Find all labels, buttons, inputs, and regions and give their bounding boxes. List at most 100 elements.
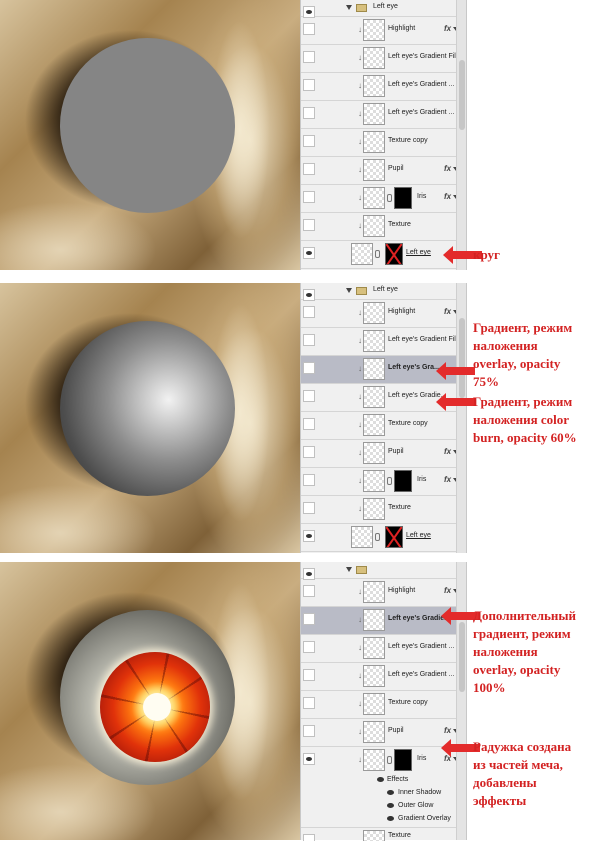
- layer-row[interactable]: ↓Texture: [301, 213, 456, 241]
- eye-icon[interactable]: [303, 834, 315, 841]
- fx-icon[interactable]: fx: [444, 447, 452, 456]
- fx-icon[interactable]: fx: [444, 586, 452, 595]
- layer-row[interactable]: ↓Left eye's Gradient Fill: [301, 328, 457, 356]
- layer-row[interactable]: ↓Texture: [301, 496, 456, 524]
- eye-icon[interactable]: [303, 502, 315, 514]
- scrollbar-thumb[interactable]: [459, 60, 465, 130]
- eye-icon[interactable]: [303, 568, 315, 580]
- layer-row[interactable]: Left eye: [301, 241, 456, 269]
- link-icon: [387, 477, 392, 485]
- clip-icon: ↓: [358, 364, 362, 373]
- eye-icon[interactable]: [303, 247, 315, 259]
- eye-icon[interactable]: [303, 79, 315, 91]
- eye-icon[interactable]: [387, 790, 394, 795]
- eye-icon[interactable]: [303, 219, 315, 231]
- scrollbar[interactable]: [456, 562, 466, 840]
- layer-thumbnail: [363, 302, 385, 324]
- fx-icon[interactable]: fx: [444, 475, 452, 484]
- scrollbar[interactable]: [456, 0, 466, 270]
- layer-group[interactable]: Left eye: [301, 283, 456, 301]
- eye-icon[interactable]: [303, 306, 315, 318]
- layer-row[interactable]: ↓Texture copy: [301, 691, 456, 719]
- layer-name: Left eye: [406, 532, 431, 539]
- eye-icon[interactable]: [303, 613, 315, 625]
- layer-name: Left eye's Gradient ...: [388, 671, 455, 678]
- layer-thumbnail: [363, 414, 385, 436]
- arrow-icon: [441, 739, 480, 757]
- layer-thumbnail: [363, 358, 385, 380]
- eye-icon[interactable]: [303, 51, 315, 63]
- layer-group[interactable]: [301, 562, 456, 580]
- expand-triangle-icon[interactable]: [346, 567, 352, 572]
- layer-row[interactable]: ↓Left eye's Gradient Fill: [301, 45, 457, 73]
- arrow-icon: [436, 362, 475, 380]
- fx-icon[interactable]: fx: [444, 164, 452, 173]
- eye-icon[interactable]: [303, 107, 315, 119]
- scrollbar[interactable]: [456, 283, 466, 553]
- eye-icon[interactable]: [303, 289, 315, 301]
- eye-icon[interactable]: [303, 530, 315, 542]
- layer-row[interactable]: ↓Left eye's Gradient ...: [301, 663, 456, 691]
- eye-icon[interactable]: [377, 777, 384, 782]
- effect-item[interactable]: Gradient Overlay: [301, 813, 456, 826]
- layer-row-selected[interactable]: ↓Left eye's Gra...: [301, 356, 456, 384]
- effect-name: Gradient Overlay: [398, 815, 451, 822]
- effect-item[interactable]: Outer Glow: [301, 800, 456, 813]
- clip-icon: ↓: [358, 615, 362, 624]
- layer-row[interactable]: Left eye: [301, 524, 456, 552]
- eye-icon[interactable]: [303, 163, 315, 175]
- scrollbar-thumb[interactable]: [459, 622, 465, 692]
- fx-icon[interactable]: fx: [444, 192, 452, 201]
- effects-row[interactable]: Effects: [301, 774, 456, 787]
- eye-icon[interactable]: [303, 585, 315, 597]
- eye-icon[interactable]: [303, 418, 315, 430]
- expand-triangle-icon[interactable]: [346, 5, 352, 10]
- clip-icon: ↓: [358, 448, 362, 457]
- eye-icon[interactable]: [387, 816, 394, 821]
- clip-icon: ↓: [358, 699, 362, 708]
- fx-icon[interactable]: fx: [444, 24, 452, 33]
- fx-icon[interactable]: fx: [444, 307, 452, 316]
- layer-thumbnail: [363, 470, 385, 492]
- eye-icon[interactable]: [303, 753, 315, 765]
- layer-row[interactable]: ↓Texture copy: [301, 129, 456, 157]
- eye-icon[interactable]: [303, 390, 315, 402]
- eye-icon[interactable]: [303, 725, 315, 737]
- eye-icon[interactable]: [303, 669, 315, 681]
- layer-row[interactable]: ↓Left eye's Gradient ...: [301, 73, 456, 101]
- eye-icon[interactable]: [303, 135, 315, 147]
- layer-mask-thumbnail: [394, 470, 412, 492]
- eye-icon[interactable]: [387, 803, 394, 808]
- eye-icon[interactable]: [303, 362, 315, 374]
- eye-icon[interactable]: [303, 334, 315, 346]
- eye-icon[interactable]: [303, 191, 315, 203]
- expand-triangle-icon[interactable]: [346, 288, 352, 293]
- layer-row-selected[interactable]: ↓Left eye's Gradie...: [301, 607, 456, 635]
- eye-icon[interactable]: [303, 474, 315, 486]
- eye-icon[interactable]: [303, 23, 315, 35]
- grey-circle: [60, 38, 235, 213]
- fx-icon[interactable]: fx: [444, 754, 452, 763]
- layer-row[interactable]: ↓Left eye's Gradie...: [301, 384, 456, 412]
- eye-icon[interactable]: [303, 697, 315, 709]
- layer-row[interactable]: ↓Left eye's Gradient ...: [301, 635, 456, 663]
- layer-row[interactable]: ↓Texture copy: [301, 412, 456, 440]
- scrollbar-thumb[interactable]: [459, 318, 465, 398]
- eye-icon[interactable]: [303, 6, 315, 18]
- layer-row[interactable]: ↓Left eye's Gradient ...: [301, 101, 456, 129]
- eye-icon[interactable]: [303, 641, 315, 653]
- layer-row[interactable]: Texture: [301, 827, 456, 841]
- layer-group[interactable]: Left eye: [301, 0, 456, 18]
- eye-icon[interactable]: [303, 446, 315, 458]
- effect-item[interactable]: Inner Shadow: [301, 787, 456, 800]
- fx-icon[interactable]: fx: [444, 726, 452, 735]
